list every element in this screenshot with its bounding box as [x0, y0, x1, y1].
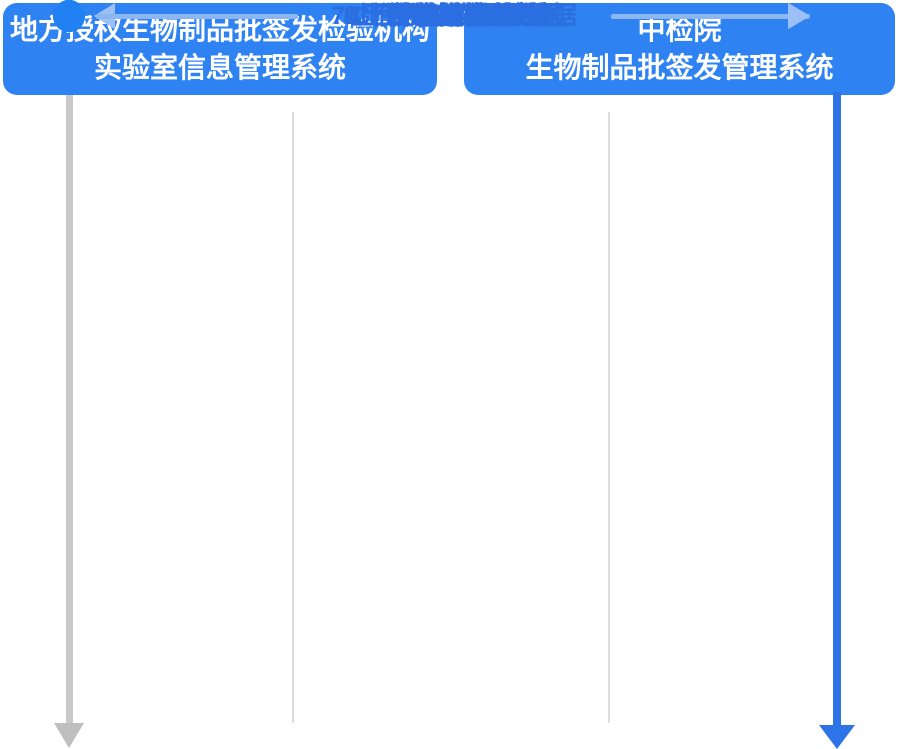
right-system-name-line2: 生物制品批签发管理系统	[525, 52, 834, 83]
message-label: 4上传收检状态数据	[347, 2, 561, 30]
message-dot	[53, 0, 85, 32]
lane-divider-right	[608, 112, 610, 723]
arrow-stem-left	[96, 14, 298, 19]
right-lifeline-down-arrow-icon	[819, 725, 855, 749]
left-lifeline	[66, 95, 73, 723]
message-label: 7 上传批签发公示数据	[331, 2, 577, 30]
arrow-right-icon	[788, 3, 810, 29]
message-label: 3 上传抽样量数据	[356, 2, 552, 30]
lane-divider-left	[292, 112, 294, 723]
message-label: 2 下载表单附件数据	[343, 2, 565, 30]
right-system-name-line1: 中检院	[637, 14, 722, 45]
message-label: 8 上传退撤检验数据	[343, 2, 565, 30]
message-label: 1 下载申请表单数据	[343, 2, 565, 30]
right-lifeline	[833, 92, 841, 725]
left-system-name-line2: 实验室信息管理系统	[93, 52, 346, 83]
message-row-8: 8 上传退撤检验数据	[0, 0, 900, 32]
left-lifeline-down-arrow-icon	[54, 723, 84, 748]
message-label: 6 上传数据变更数据	[343, 2, 565, 30]
message-label: 5 上传检定结果数据	[343, 2, 565, 30]
arrow-stem-right	[611, 14, 789, 19]
